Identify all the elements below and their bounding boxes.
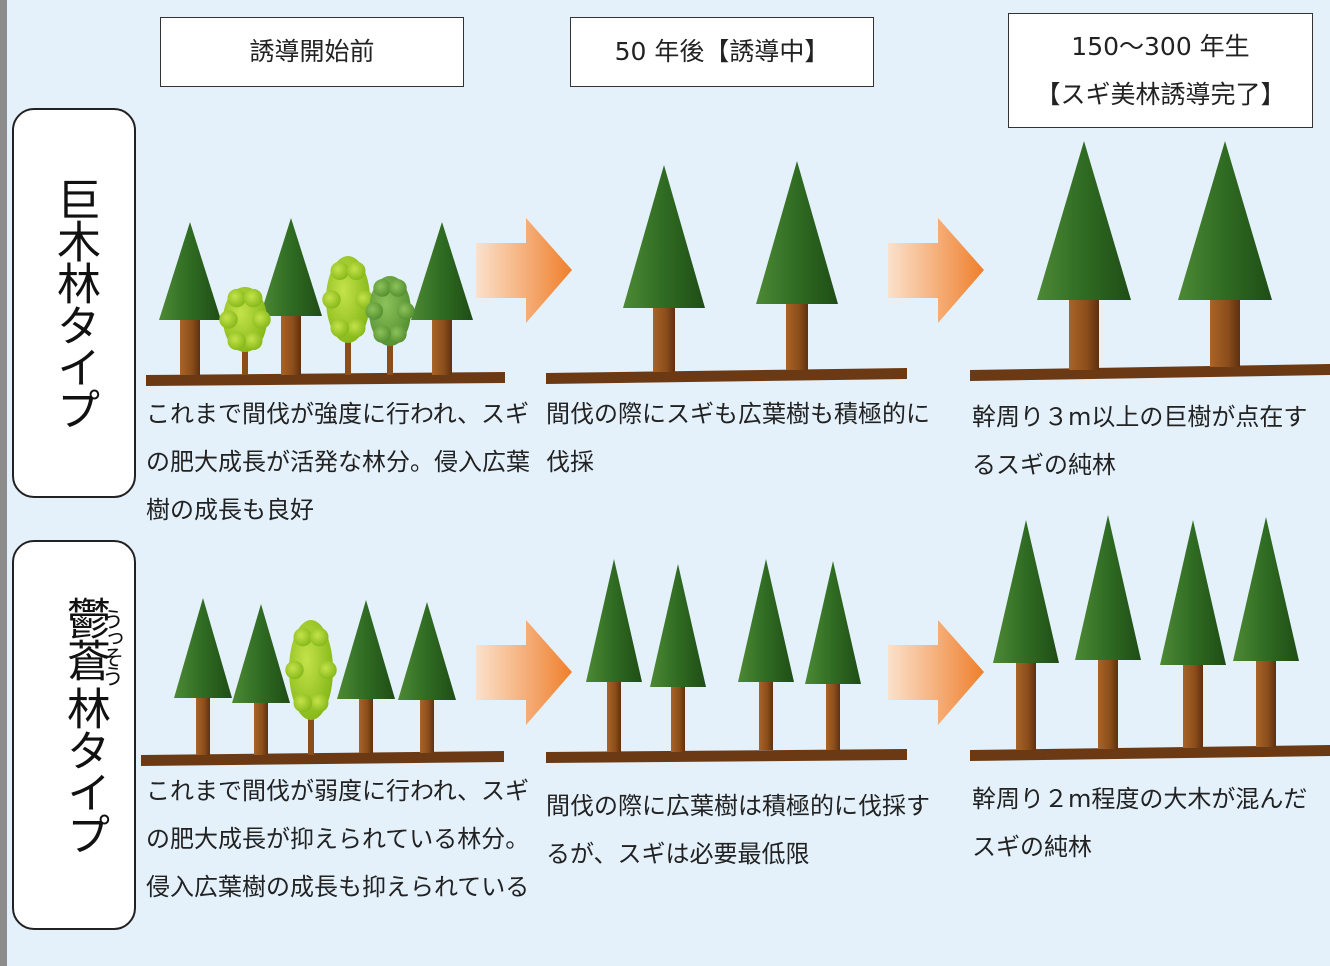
- ground-dense-before: [141, 751, 504, 766]
- stage-final-box: 150〜300 年生 【スギ美林誘導完了】: [1008, 13, 1313, 128]
- tree-dense-final-cedar-3-canopy: [1160, 520, 1226, 665]
- tree-dense-before-cedar-4-trunk: [420, 698, 434, 753]
- tree-dense-after50-cedar-3-trunk: [759, 680, 773, 750]
- tree-dense-before-broadleaf-1-canopy-lobe: [310, 693, 329, 713]
- ground-dense-final: [970, 745, 1330, 761]
- tree-giant-before-cedar-3-trunk: [432, 318, 452, 375]
- tree-dense-final-cedar-4-canopy: [1233, 517, 1299, 661]
- tree-dense-after50-cedar-2-trunk: [671, 685, 685, 752]
- tree-giant-before-broadleaf-2-canopy-lobe: [322, 290, 341, 309]
- tree-dense-before-cedar-3-trunk: [359, 697, 373, 753]
- tree-giant-final-cedar-1-trunk: [1069, 298, 1099, 370]
- tree-giant-before-broadleaf-1-canopy-lobe: [244, 288, 263, 308]
- tree-giant-after50-cedar-1-trunk: [653, 306, 675, 372]
- tree-dense-before-cedar-4-canopy: [398, 602, 456, 700]
- tree-giant-before-broadleaf-2-canopy-lobe: [347, 261, 366, 281]
- tree-giant-before-broadleaf-3-canopy-lobe: [389, 279, 407, 297]
- caption-giant-final: 幹周り３m以上の巨樹が点在するスギの純林: [972, 403, 1308, 479]
- row-label-giant-text: 巨木林タイプ: [49, 177, 100, 429]
- tree-giant-before-broadleaf-3-canopy-lobe: [396, 302, 415, 320]
- tree-dense-before-cedar-2-canopy: [232, 604, 290, 703]
- tree-dense-after50-cedar-4-trunk: [826, 682, 840, 750]
- tree-giant-before-broadleaf-3-canopy-lobe: [389, 325, 407, 343]
- arrow-dense-1: [476, 620, 572, 725]
- row-label-giant: 巨木林タイプ: [12, 108, 136, 498]
- tree-dense-before-broadleaf-1-canopy-lobe: [285, 660, 304, 680]
- tree-dense-after50-cedar-3-canopy: [738, 559, 794, 682]
- tree-dense-after50-cedar-1-trunk: [607, 680, 621, 752]
- tree-dense-final-cedar-1-trunk: [1016, 661, 1036, 750]
- arrow-giant-1: [476, 218, 572, 323]
- tree-giant-before-cedar-1-trunk: [180, 318, 200, 375]
- left-edge-bar: [0, 0, 7, 966]
- stage-final-label-line1: 150〜300 年生: [1071, 31, 1250, 61]
- ground-dense-after50: [546, 749, 907, 763]
- stage-final-label-line2: 【スギ美林誘導完了】: [1035, 79, 1286, 109]
- tree-dense-after50-cedar-2-canopy: [650, 564, 706, 687]
- ground-giant-after50: [546, 368, 907, 384]
- tree-giant-before-broadleaf-2-canopy-lobe: [330, 318, 349, 338]
- caption-dense-after50: 間伐の際に広葉樹は積極的に伐採するが、スギは必要最低限: [546, 792, 930, 868]
- tree-giant-before-broadleaf-1-canopy-lobe: [244, 331, 263, 351]
- caption-giant-before: これまで間伐が強度に行われ、スギの肥大成長が活発な林分。侵入広葉樹の成長も良好: [146, 400, 530, 524]
- arrow-giant-2: [888, 218, 984, 323]
- tree-giant-final-cedar-2-trunk: [1210, 298, 1240, 367]
- tree-giant-before-broadleaf-3-canopy-lobe: [373, 279, 391, 297]
- tree-giant-after50-cedar-1-canopy: [623, 165, 705, 308]
- stage-before-label: 誘導開始前: [249, 37, 375, 66]
- tree-giant-before-cedar-1-canopy: [159, 222, 221, 320]
- tree-dense-final-cedar-2-trunk: [1098, 658, 1118, 749]
- tree-dense-after50-cedar-1-canopy: [586, 559, 642, 682]
- arrow-dense-2: [888, 620, 984, 725]
- tree-giant-after50-cedar-2-trunk: [786, 302, 808, 370]
- tree-giant-before-broadleaf-3-canopy-lobe: [373, 325, 391, 343]
- stage-before-box: 誘導開始前: [160, 17, 464, 87]
- tree-giant-before-broadleaf-1-canopy-lobe: [227, 288, 246, 308]
- ground-giant-before: [146, 372, 505, 386]
- tree-giant-before-broadleaf-1-canopy-lobe: [227, 331, 246, 351]
- tree-dense-before-cedar-1-trunk: [196, 696, 210, 755]
- tree-giant-before-cedar-3-canopy: [411, 222, 473, 320]
- tree-giant-final-cedar-2-canopy: [1178, 141, 1272, 300]
- tree-giant-before-broadleaf-3-canopy-lobe: [365, 302, 384, 320]
- tree-giant-before-broadleaf-2-canopy-lobe: [330, 261, 349, 281]
- tree-giant-before-cedar-2-canopy: [260, 218, 322, 316]
- tree-giant-before-broadleaf-2-canopy-lobe: [347, 318, 366, 338]
- tree-dense-before-broadleaf-1-canopy-lobe: [318, 660, 337, 680]
- tree-giant-final-cedar-1-canopy: [1037, 141, 1131, 300]
- tree-dense-final-cedar-3-trunk: [1183, 663, 1203, 748]
- tree-dense-before-cedar-1-canopy: [174, 598, 232, 698]
- tree-dense-before-broadleaf-1-canopy-lobe: [310, 627, 329, 647]
- tree-dense-before-broadleaf-1-canopy-lobe: [293, 693, 312, 713]
- tree-giant-before-broadleaf-1-canopy-lobe: [219, 310, 238, 329]
- row-label-dense-rest: 林タイプ: [59, 686, 110, 854]
- tree-giant-after50-cedar-2-canopy: [756, 161, 838, 304]
- tree-dense-final-cedar-4-trunk: [1256, 659, 1276, 747]
- row-label-dense-ruby: うっそう: [98, 608, 123, 684]
- tree-dense-final-cedar-1-canopy: [993, 520, 1059, 663]
- caption-dense-before: これまで間伐が弱度に行われ、スギの肥大成長が抑えられている林分。侵入広葉樹の成長…: [146, 777, 530, 901]
- tree-dense-final-cedar-2-canopy: [1075, 515, 1141, 660]
- tree-dense-before-cedar-2-trunk: [254, 701, 268, 755]
- tree-dense-before-broadleaf-1-canopy-lobe: [293, 627, 312, 647]
- stage-after50-label: 50 年後【誘導中】: [614, 37, 830, 66]
- tree-giant-before-cedar-2-trunk: [281, 314, 301, 375]
- tree-dense-before-cedar-3-canopy: [337, 600, 395, 699]
- row-label-dense-base: 鬱蒼: [59, 596, 110, 680]
- row-label-dense: 鬱蒼 うっそう 林タイプ: [12, 540, 136, 930]
- caption-dense-final: 幹周り２m程度の大木が混んだスギの純林: [972, 785, 1308, 861]
- ground-giant-final: [970, 364, 1330, 381]
- stage-after50-box: 50 年後【誘導中】: [570, 17, 874, 87]
- tree-giant-before-broadleaf-1-canopy-lobe: [252, 310, 271, 329]
- tree-dense-after50-cedar-4-canopy: [805, 561, 861, 684]
- caption-giant-after50: 間伐の際にスギも広葉樹も積極的に伐採: [546, 400, 930, 476]
